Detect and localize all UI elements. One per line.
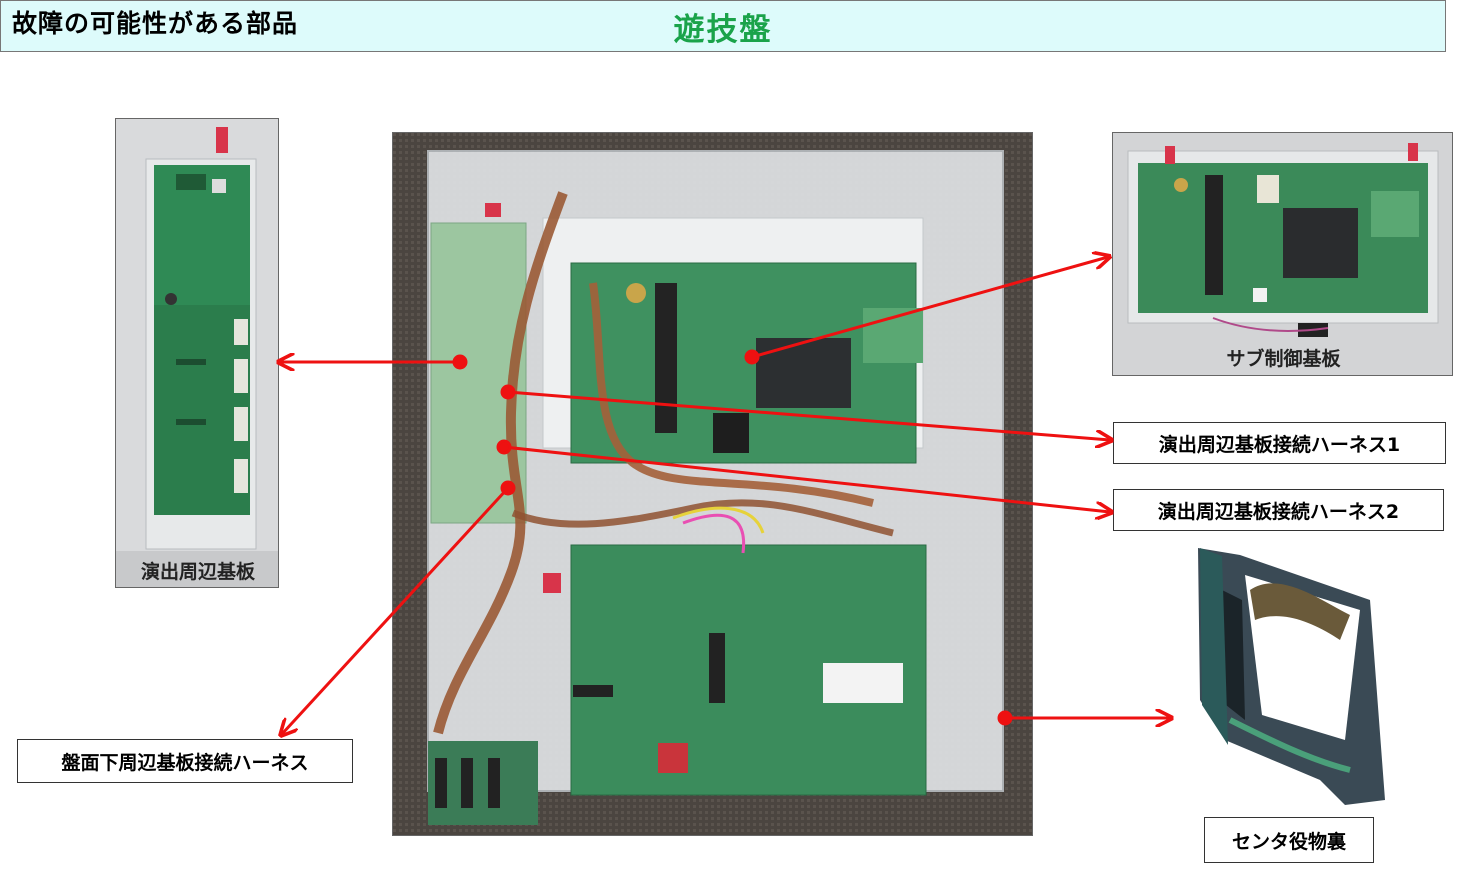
center-part-caption: センタ役物裏 [1204,817,1374,863]
section-banner-label: 遊技盤 [673,11,773,48]
main-board-photo [392,132,1033,836]
sub-control-board-photo: サブ制御基板 [1112,132,1453,376]
lower-harness-label: 盤面下周辺基板接続ハーネス [17,739,353,783]
main-board-drawing [393,133,1032,835]
effect-board-photo: 演出周辺基板 [115,118,279,588]
effect-board-drawing [145,127,257,550]
harness-2-label: 演出周辺基板接続ハーネス2 [1113,489,1444,531]
effect-board-caption: 演出周辺基板 [116,551,278,587]
section-banner: 遊技盤 [0,0,1446,52]
sub-control-board-drawing [1127,143,1439,337]
page-title: 故障の可能性がある部品 [12,9,299,38]
harness-1-label: 演出周辺基板接続ハーネス1 [1113,422,1446,464]
sub-control-board-caption: サブ制御基板 [1226,347,1341,370]
